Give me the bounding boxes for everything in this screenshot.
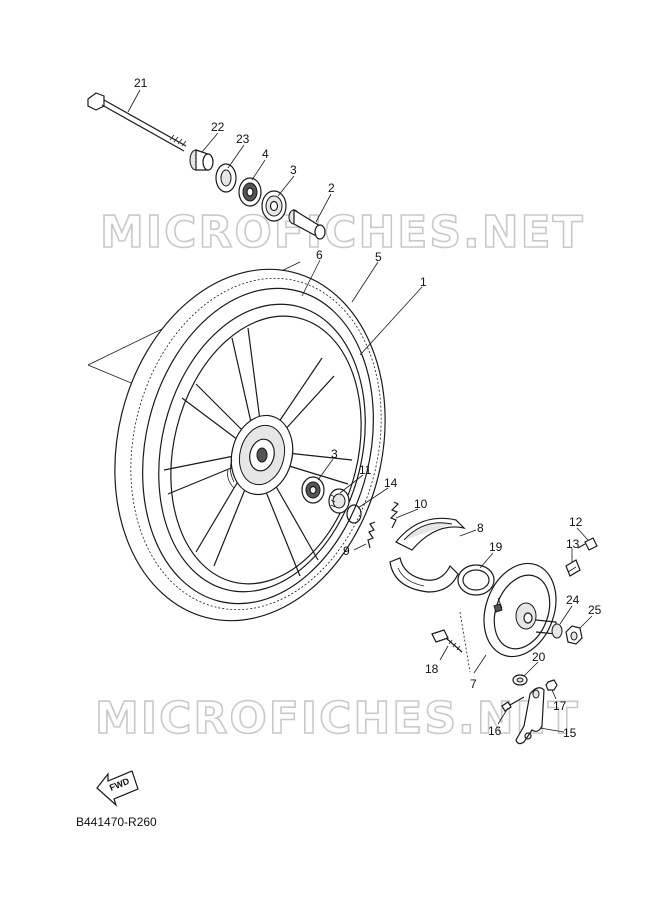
callout-8: 8: [477, 521, 484, 535]
indicator-part: [577, 537, 598, 551]
callout-4: 4: [262, 147, 269, 161]
fwd-arrow-icon: FWD: [96, 770, 139, 807]
callout-14: 14: [384, 476, 398, 490]
callout-24: 24: [566, 593, 580, 607]
o-ring-part-14: [346, 504, 362, 524]
bearing-part-3-upper: [261, 190, 287, 222]
drawing-code: B441470-R260: [76, 815, 157, 829]
callout-7: 7: [470, 677, 477, 691]
leader-lines: [127, 89, 593, 733]
callout-3-upper: 3: [290, 163, 297, 177]
axle-bolt: [87, 92, 187, 152]
callout-10: 10: [414, 497, 428, 511]
bearing-part-3-lower: [301, 476, 325, 504]
callout-21: 21: [134, 76, 148, 90]
callout-11: 11: [359, 463, 372, 477]
callout-16: 16: [488, 724, 502, 738]
callout-labels: 21 22 23 4 3 2 6 5 1 3 11 14 10 8 9 12 1…: [134, 76, 602, 740]
watermark-top: MICROFICHES.NET: [100, 207, 585, 258]
callout-25: 25: [588, 603, 602, 617]
callout-19: 19: [489, 540, 503, 554]
callout-20: 20: [532, 650, 546, 664]
wear-indicator-part: [512, 674, 528, 686]
callout-13: 13: [566, 537, 580, 551]
callout-3-lower: 3: [331, 447, 338, 461]
callout-12: 12: [569, 515, 583, 529]
spring-part-10: [389, 501, 400, 529]
callout-2: 2: [328, 181, 335, 195]
watermark-bottom: MICROFICHES.NET: [95, 693, 580, 744]
callout-6: 6: [316, 248, 323, 262]
brake-shoe-part: [389, 517, 466, 593]
callout-22: 22: [211, 120, 225, 134]
camshaft-part: [565, 559, 581, 577]
brake-arm-part: [515, 687, 545, 745]
spacer-part: [288, 208, 326, 240]
nut-part-17: [545, 679, 558, 691]
callout-1: 1: [420, 275, 427, 289]
wheel-assembly: [114, 268, 386, 622]
brake-plate-part: [483, 562, 557, 658]
callout-5: 5: [375, 250, 382, 264]
seal-part-11: [328, 488, 350, 514]
oil-seal-part: [215, 163, 237, 193]
callout-15: 15: [563, 726, 577, 740]
collar-part: [189, 149, 214, 171]
washer-part-24: [551, 623, 563, 639]
cam-part: [431, 629, 463, 653]
bearing-part-4: [238, 177, 262, 207]
callout-23: 23: [236, 132, 250, 146]
callout-9: 9: [343, 544, 350, 558]
bolt-part-16: [501, 696, 525, 712]
callout-17: 17: [553, 699, 567, 713]
ring-part-19: [457, 564, 495, 596]
callout-18: 18: [425, 662, 439, 676]
spring-part-9: [367, 521, 376, 549]
nut-part-25: [565, 625, 583, 645]
